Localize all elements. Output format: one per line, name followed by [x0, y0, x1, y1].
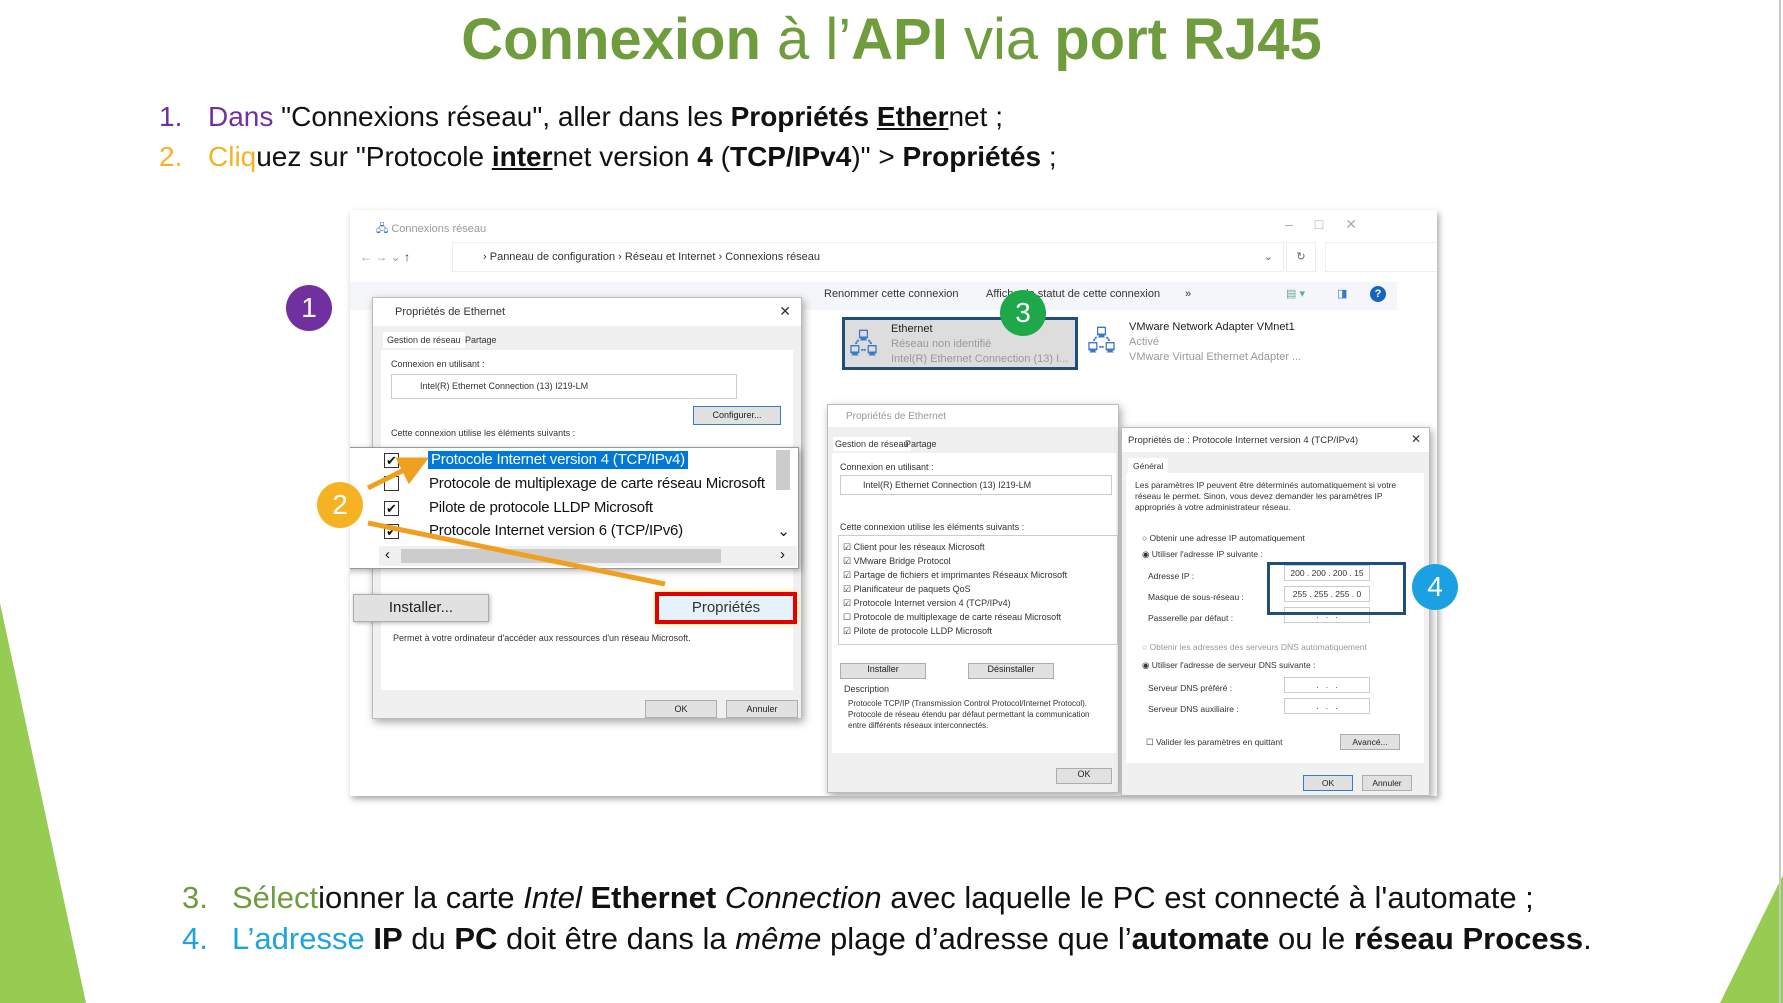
- tab-general[interactable]: Général: [1128, 458, 1169, 474]
- step-badge-1: 1: [286, 285, 332, 331]
- list-item[interactable]: Protocole Internet version 6 (TCP/IPv6): [429, 522, 683, 539]
- validate-checkbox[interactable]: ☐ Valider les paramètres en quittant: [1146, 737, 1283, 747]
- tab-sharing[interactable]: Partage: [905, 439, 937, 449]
- radio-auto-ip[interactable]: ○ Obtenir une adresse IP automatiquement: [1142, 533, 1305, 543]
- list-item-ipv4[interactable]: Protocole Internet version 4 (TCP/IPv4): [428, 451, 688, 469]
- toolbar-rename[interactable]: Renommer cette connexion: [824, 288, 959, 300]
- ethernet-properties-dialog: Propriétés de Ethernet ✕ Gestion de rése…: [350, 297, 802, 719]
- ip-address-field[interactable]: 200 . 200 . 200 . 15: [1284, 565, 1370, 581]
- radio-manual-dns[interactable]: ◉ Utiliser l'adresse de serveur DNS suiv…: [1142, 660, 1316, 670]
- properties-button[interactable]: Propriétés: [655, 592, 797, 624]
- view-options-icon[interactable]: ▤ ▾: [1286, 288, 1305, 300]
- list-item[interactable]: ☑ VMware Bridge Protocol: [843, 556, 951, 566]
- advanced-button[interactable]: Avancé...: [1340, 734, 1400, 750]
- list-item[interactable]: ☐ Protocole de multiplexage de carte rés…: [843, 612, 1062, 622]
- radio-manual-ip[interactable]: ◉ Utiliser l'adresse IP suivante :: [1142, 549, 1263, 559]
- ip-highlight-box: [1267, 562, 1406, 615]
- adapter-ethernet[interactable]: 🖧 Ethernet Réseau non identifié Intel(R)…: [842, 317, 1078, 370]
- ethernet-properties-dialog-background: Propriétés de Ethernet Gestion de réseau…: [827, 404, 1119, 793]
- configure-button[interactable]: Configurer...: [693, 406, 781, 425]
- step-badge-2: 2: [317, 482, 363, 528]
- ipv4-properties-dialog: Propriétés de : Protocole Internet versi…: [1121, 427, 1430, 796]
- search-input[interactable]: ⌕: [1325, 242, 1437, 272]
- tab-network[interactable]: Gestion de réseau: [383, 332, 465, 348]
- list-item[interactable]: Pilote de protocole LLDP Microsoft: [429, 499, 653, 516]
- horizontal-scrollbar[interactable]: ‹›: [379, 546, 797, 566]
- close-icon[interactable]: ✕: [1410, 432, 1421, 446]
- list-item[interactable]: ☑ Protocole Internet version 4 (TCP/IPv4…: [843, 598, 1011, 608]
- network-adapter-icon: 🖧: [1087, 326, 1116, 356]
- nav-buttons[interactable]: ← → ⌄ ↑: [360, 250, 411, 264]
- step-2: 2. Cliquez sur "Protocole internet versi…: [159, 141, 1057, 172]
- tab-sharing[interactable]: Partage: [465, 335, 497, 345]
- toolbar-more[interactable]: »: [1185, 288, 1192, 300]
- preferred-dns-field[interactable]: . . .: [1284, 677, 1370, 693]
- subnet-mask-field[interactable]: 255 . 255 . 255 . 0: [1284, 586, 1370, 602]
- ok-button[interactable]: OK: [1303, 775, 1353, 791]
- network-connections-screenshot: 🖧 Connexions réseau –□✕ ← → ⌄ ↑ › Pannea…: [350, 210, 1437, 796]
- radio-auto-dns[interactable]: ○ Obtenir les adresses des serveurs DNS …: [1142, 642, 1367, 652]
- list-item[interactable]: ☑ Client pour les réseaux Microsoft: [843, 542, 985, 552]
- cancel-button[interactable]: Annuler: [1362, 775, 1412, 791]
- checkbox[interactable]: ✔: [384, 500, 399, 517]
- list-item[interactable]: Protocole de multiplexage de carte résea…: [429, 475, 765, 492]
- checkbox[interactable]: ✔: [384, 452, 399, 469]
- adapter-vmware[interactable]: 🖧 VMware Network Adapter VMnet1 Activé V…: [1083, 317, 1343, 370]
- tab-network[interactable]: Gestion de réseau: [833, 437, 911, 451]
- list-item[interactable]: ☑ Planificateur de paquets QoS: [843, 584, 971, 594]
- address-bar[interactable]: › Panneau de configuration › Réseau et I…: [452, 242, 1284, 272]
- help-icon[interactable]: ?: [1370, 286, 1386, 302]
- chevron-down-icon[interactable]: ⌄: [777, 523, 790, 540]
- description-text: Permet à votre ordinateur d'accéder aux …: [393, 633, 691, 643]
- close-icon[interactable]: ✕: [779, 303, 791, 319]
- step-badge-3: 3: [1000, 290, 1046, 336]
- label: Connexion en utilisant :: [391, 359, 485, 369]
- dialog-title: Propriétés de : Protocole Internet versi…: [1128, 435, 1359, 446]
- adapter-field: Intel(R) Ethernet Connection (13) I219-L…: [391, 374, 737, 399]
- step-badge-4: 4: [1412, 564, 1458, 610]
- window-controls[interactable]: –□✕: [1285, 216, 1379, 232]
- install-button[interactable]: Installer: [840, 663, 926, 679]
- cancel-button[interactable]: Annuler: [726, 700, 798, 718]
- step-3: 3. Sélectionner la carte Intel Ethernet …: [182, 880, 1534, 915]
- network-icon: 🖧: [376, 223, 392, 235]
- slide-title: Connexion à l’API via port RJ45: [461, 7, 1322, 72]
- install-button[interactable]: Installer...: [353, 594, 489, 622]
- step-1: 1. Dans "Connexions réseau", aller dans …: [159, 101, 1003, 132]
- preview-pane-icon[interactable]: ◨: [1337, 288, 1348, 300]
- chevron-down-icon[interactable]: ⌄: [1263, 251, 1273, 263]
- vertical-scrollbar[interactable]: [776, 450, 790, 490]
- uninstall-button[interactable]: Désinstaller: [968, 663, 1054, 679]
- ok-button[interactable]: OK: [645, 700, 717, 718]
- label: Cette connexion utilise les éléments sui…: [391, 428, 576, 438]
- alternate-dns-field[interactable]: . . .: [1284, 698, 1370, 714]
- gateway-field[interactable]: . . .: [1284, 607, 1370, 623]
- list-item[interactable]: ☑ Partage de fichiers et imprimantes Rés…: [843, 570, 1068, 580]
- components-list[interactable]: ☑ Client pour les réseaux Microsoft ☑ VM…: [838, 535, 1118, 645]
- description-text: Protocole TCP/IP (Transmission Control P…: [848, 699, 1090, 730]
- list-item[interactable]: ☑ Pilote de protocole LLDP Microsoft: [843, 626, 992, 636]
- refresh-button[interactable]: ↻: [1286, 242, 1316, 272]
- step-4: 4. L’adresse IP du PC doit être dans la …: [182, 921, 1592, 956]
- dialog-title: Propriétés de Ethernet: [395, 306, 506, 318]
- window-title: 🖧 Connexions réseau: [376, 223, 487, 235]
- components-list[interactable]: ✔ Protocole Internet version 4 (TCP/IPv4…: [350, 447, 799, 569]
- network-adapter-icon: 🖧: [849, 329, 878, 359]
- ok-button[interactable]: OK: [1056, 768, 1112, 784]
